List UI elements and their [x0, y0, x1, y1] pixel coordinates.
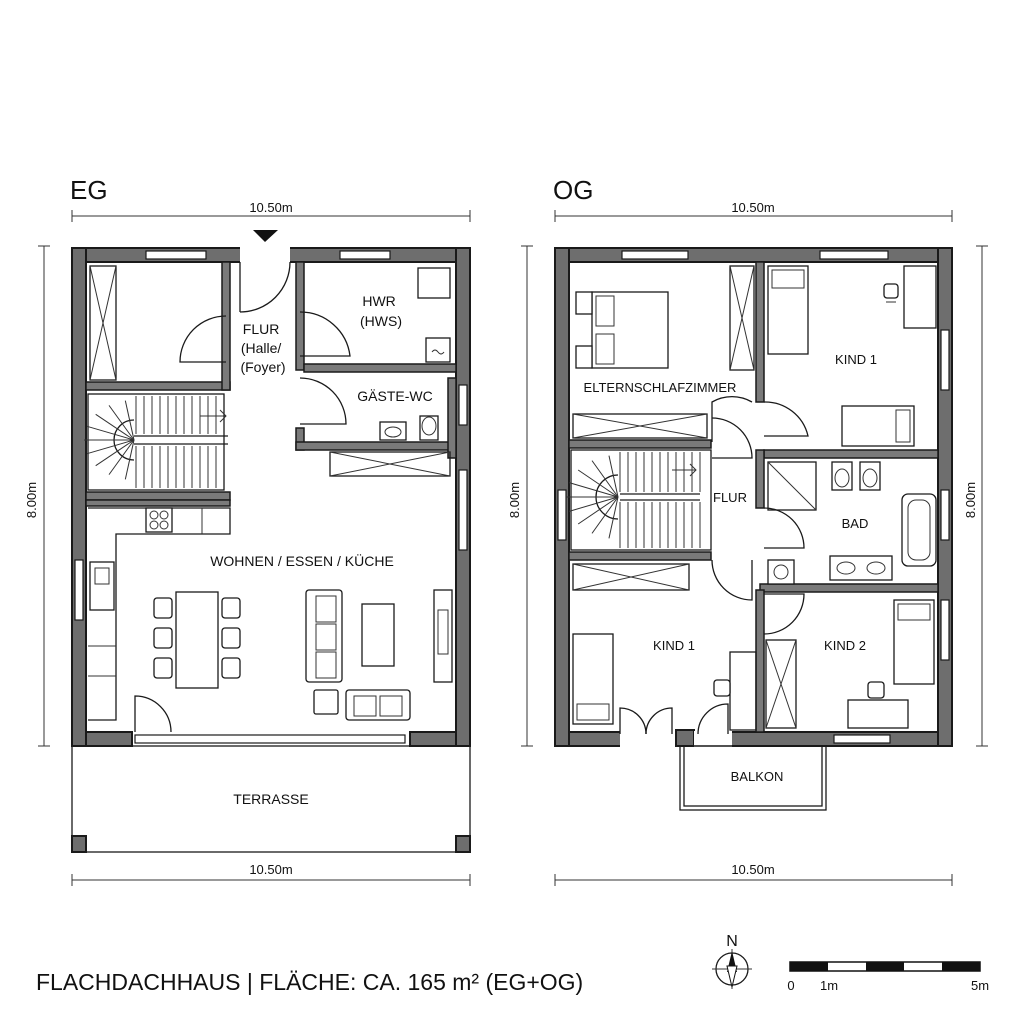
og-cabinet-parents — [572, 413, 708, 439]
eg-room-hwr: HWR (HWS) — [360, 293, 402, 329]
og-kind1-bottom-furniture — [572, 563, 757, 735]
eg-dimension-bottom: 10.50m — [71, 862, 471, 886]
scale-bar: 0 1m 5m — [787, 961, 989, 993]
og-parents-door — [711, 395, 753, 442]
eg-kitchen — [88, 507, 231, 721]
og-bathroom-fixtures — [763, 461, 937, 585]
og-width-label-bottom: 10.50m — [731, 862, 774, 877]
stair-winder-tread — [124, 400, 135, 441]
og-dimension-right: 8.00m — [963, 245, 988, 747]
stair-winder-tread — [591, 496, 619, 534]
stair-winder-tread — [568, 482, 619, 498]
og-flur-door-lower — [711, 559, 753, 601]
eg-flur-door-left — [179, 315, 227, 363]
eg-flur-line-3: (Foyer) — [240, 359, 285, 375]
og-balcony — [679, 745, 827, 811]
gaeste-wc-fixtures — [379, 415, 439, 441]
og-kind2-furniture — [763, 593, 935, 729]
og-dimension-bottom: 10.50m — [554, 862, 953, 886]
eg-room-terrasse: TERRASSE — [233, 791, 308, 807]
eg-staircase — [84, 393, 228, 491]
stair-winder-tread — [95, 413, 135, 441]
eg-floor-plan: EG 10.50m 8.00m 10.50m — [24, 175, 471, 886]
stair-winder-tread — [124, 439, 135, 480]
eg-living-furniture — [305, 589, 453, 721]
og-kind1-top-furniture — [763, 265, 937, 447]
eg-terrace-door — [134, 695, 172, 733]
eg-hwr-line-1: HWR — [362, 293, 395, 309]
stair-winder-tread — [86, 439, 135, 455]
eg-height-label: 8.00m — [24, 482, 39, 518]
eg-top-openings — [74, 247, 468, 744]
eg-interior-walls — [85, 261, 457, 507]
north-arrow-icon: N — [712, 933, 752, 989]
og-room-kind1-top: KIND 1 — [835, 352, 877, 367]
og-width-label-top: 10.50m — [731, 200, 774, 215]
stair-winder-tread — [108, 439, 135, 475]
eg-hwr-line-2: (HWS) — [360, 313, 402, 329]
eg-width-label-top: 10.50m — [249, 200, 292, 215]
eg-room-gaeste-wc: GÄSTE-WC — [357, 388, 432, 404]
eg-room-wohnen: WOHNEN / ESSEN / KÜCHE — [210, 552, 394, 569]
og-room-kind1-bottom: KIND 1 — [653, 638, 695, 653]
entrance-arrow-icon — [253, 230, 278, 242]
eg-dimension-left: 8.00m — [24, 245, 50, 747]
og-room-eltern: ELTERNSCHLAFZIMMER — [584, 380, 737, 395]
eg-built-in-cabinet — [329, 451, 451, 477]
scale-label-0: 0 — [787, 978, 794, 993]
og-double-bed — [575, 291, 669, 369]
eg-wc-door — [299, 377, 347, 425]
stair-winder-tread — [608, 496, 619, 539]
stair-winder-tread — [86, 425, 135, 441]
north-label: N — [726, 933, 738, 950]
stair-winder-tread — [95, 439, 135, 467]
stair-winder-tread — [108, 405, 135, 441]
eg-dimension-top: 10.50m — [71, 200, 471, 222]
scale-label-1m: 1m — [820, 978, 838, 993]
eg-front-door — [239, 261, 291, 313]
og-height-label-right: 8.00m — [963, 482, 978, 518]
stair-winder-tread — [568, 496, 619, 512]
og-room-bad: BAD — [842, 516, 869, 531]
stair-winder-tread — [577, 496, 619, 525]
eg-width-label-bottom: 10.50m — [249, 862, 292, 877]
eg-title: EG — [70, 175, 108, 205]
og-room-flur: FLUR — [713, 490, 747, 505]
og-room-kind2: KIND 2 — [824, 638, 866, 653]
og-wardrobe-parents — [729, 265, 755, 371]
eg-flur-door-right — [299, 311, 351, 357]
eg-wardrobe — [89, 265, 117, 381]
og-openings — [557, 250, 950, 747]
scale-label-5m: 5m — [971, 978, 989, 993]
og-dimension-top: 10.50m — [554, 200, 953, 222]
og-interior-walls — [568, 261, 939, 733]
eg-flur-line-1: FLUR — [243, 321, 280, 337]
stair-winder-tread — [608, 455, 619, 498]
og-title: OG — [553, 175, 593, 205]
og-dimension-left: 8.00m — [507, 245, 533, 747]
hwr-appliances — [417, 267, 451, 363]
plan-caption: FLACHDACHHAUS | FLÄCHE: CA. 165 m² (EG+O… — [36, 969, 583, 995]
eg-dining-set — [153, 591, 241, 689]
stair-winder-tread — [577, 469, 619, 498]
eg-room-flur: FLUR (Halle/ (Foyer) — [240, 321, 285, 375]
eg-terrace — [71, 745, 471, 853]
og-room-balkon: BALKON — [731, 769, 784, 784]
og-floor-plan: OG 10.50m 8.00m 8.00m 10.50m — [507, 175, 988, 886]
og-staircase — [566, 449, 712, 551]
eg-flur-line-2: (Halle/ — [241, 340, 282, 356]
og-height-label-left: 8.00m — [507, 482, 522, 518]
stair-winder-tread — [591, 460, 619, 498]
og-flur-door — [711, 417, 753, 459]
